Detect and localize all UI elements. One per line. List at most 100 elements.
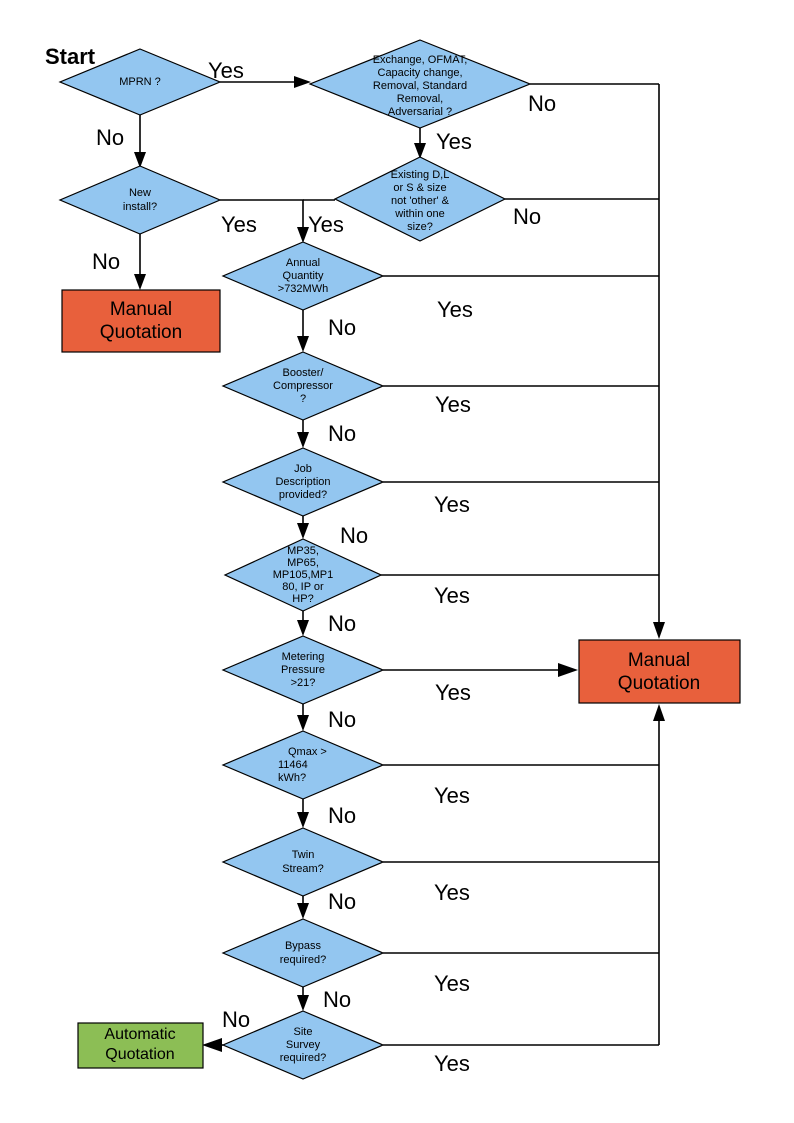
edge-label-mprn-no: No bbox=[96, 125, 124, 150]
decision-existing-line-2: or S & size bbox=[393, 182, 446, 194]
terminal-automatic-box[interactable] bbox=[77, 1022, 204, 1069]
edge-label-pressure-yes: Yes bbox=[435, 680, 471, 705]
decision-booster-line-2: Compressor bbox=[273, 380, 333, 392]
decision-pressure-line-1: Metering bbox=[282, 651, 325, 663]
decision-annual-line-1: Annual bbox=[286, 257, 320, 269]
edge-label-annual-no: No bbox=[328, 315, 356, 340]
decision-bypass[interactable]: Bypass required? bbox=[221, 918, 385, 988]
decision-existing-dls[interactable]: Existing D,L or S & size not 'other' & w… bbox=[333, 156, 507, 242]
edge-label-annual-yes: Yes bbox=[437, 297, 473, 322]
edge-label-tier-yes: Yes bbox=[434, 583, 470, 608]
decision-site-line-3: required? bbox=[280, 1052, 326, 1064]
decision-qmax-line-3: kWh? bbox=[278, 772, 306, 784]
decision-metering-pressure-diamond[interactable] bbox=[221, 635, 385, 705]
decision-bypass-line-1: Bypass bbox=[285, 940, 322, 952]
decision-existing-dls-diamond[interactable] bbox=[333, 156, 507, 242]
decision-twin-stream[interactable]: Twin Stream? bbox=[221, 827, 385, 897]
decision-exchange-diamond[interactable] bbox=[308, 39, 532, 129]
arrowhead-tier-no bbox=[297, 620, 309, 636]
decision-annual-line-3: >732MWh bbox=[278, 283, 328, 295]
arrowhead-job-no bbox=[297, 523, 309, 539]
terminal-manual-quotation-right[interactable]: Manual Quotation bbox=[578, 639, 741, 704]
decision-tier-line-1: MP35, bbox=[287, 545, 319, 557]
decision-bypass-line-2: required? bbox=[280, 954, 326, 966]
decision-annual-line-2: Quantity bbox=[283, 270, 324, 282]
shape-layer: MPRN ? Exchange, OFMAT, Capacity change,… bbox=[58, 39, 741, 1080]
decision-annual-quantity[interactable]: Annual Quantity >732MWh bbox=[221, 241, 385, 311]
edge-label-booster-no: No bbox=[328, 421, 356, 446]
decision-new-install-diamond[interactable] bbox=[58, 165, 222, 235]
decision-twin-line-1: Twin bbox=[292, 849, 315, 861]
arrowhead-pressure-no bbox=[297, 715, 309, 731]
edge-label-twin-yes: Yes bbox=[434, 880, 470, 905]
edge-label-twin-no: No bbox=[328, 889, 356, 914]
arrowhead-new-install-yes bbox=[297, 227, 309, 243]
decision-mprn-label: MPRN ? bbox=[119, 76, 161, 88]
terminal-automatic-quotation[interactable]: Automatic Quotation bbox=[77, 1022, 204, 1069]
edge-label-site-survey-yes: Yes bbox=[434, 1051, 470, 1076]
arrowhead-site-survey-no bbox=[202, 1038, 222, 1052]
arrowhead-qmax-no bbox=[297, 812, 309, 828]
decision-exchange-line-2: Capacity change, bbox=[378, 67, 463, 79]
decision-new-install-line-2: install? bbox=[123, 201, 157, 213]
terminal-manual-left-box[interactable] bbox=[61, 289, 221, 353]
terminal-manual-left-line-2: Quotation bbox=[100, 322, 182, 343]
edge-label-bypass-no: No bbox=[323, 987, 351, 1012]
arrowhead-bypass-no bbox=[297, 995, 309, 1011]
decision-job-description-diamond[interactable] bbox=[221, 447, 385, 517]
decision-mprn[interactable]: MPRN ? bbox=[58, 48, 222, 116]
terminal-manual-right-line-1: Manual bbox=[628, 650, 690, 671]
decision-exchange-line-5: Adversarial ? bbox=[388, 106, 452, 118]
decision-tier-line-2: MP65, bbox=[287, 557, 319, 569]
terminal-manual-right-box[interactable] bbox=[578, 639, 741, 704]
decision-job-line-2: Description bbox=[275, 476, 330, 488]
decision-twin-stream-diamond[interactable] bbox=[221, 827, 385, 897]
decision-site-survey[interactable]: Site Survey required? bbox=[221, 1010, 385, 1080]
edge-label-site-survey-no: No bbox=[222, 1007, 250, 1032]
decision-job-description[interactable]: Job Description provided? bbox=[221, 447, 385, 517]
edge-label-exchange-no: No bbox=[528, 91, 556, 116]
decision-meter-pressure-tier-diamond[interactable] bbox=[223, 538, 383, 612]
edge-label-existing-yes: Yes bbox=[308, 212, 344, 237]
connector-layer bbox=[134, 76, 665, 1052]
decision-job-line-1: Job bbox=[294, 463, 312, 475]
decision-new-install[interactable]: New install? bbox=[58, 165, 222, 235]
terminal-manual-left-line-1: Manual bbox=[110, 299, 172, 320]
arrowhead-pressure-yes bbox=[558, 663, 578, 677]
decision-metering-pressure[interactable]: Metering Pressure >21? bbox=[221, 635, 385, 705]
decision-mprn-diamond[interactable] bbox=[58, 48, 222, 116]
decision-pressure-line-3: >21? bbox=[291, 677, 316, 689]
decision-site-survey-diamond[interactable] bbox=[221, 1010, 385, 1080]
decision-existing-line-5: size? bbox=[407, 221, 433, 233]
decision-tier-line-5: HP? bbox=[292, 593, 313, 605]
decision-annual-quantity-diamond[interactable] bbox=[221, 241, 385, 311]
decision-booster-compressor-diamond[interactable] bbox=[221, 351, 385, 421]
decision-existing-line-1: Existing D,L bbox=[391, 169, 450, 181]
label-layer: Start Yes No No Yes Yes No Yes No Yes No… bbox=[45, 44, 556, 1076]
arrowhead-exchange-yes bbox=[414, 143, 426, 159]
edge-label-job-no: No bbox=[340, 523, 368, 548]
arrowhead-bus-upper bbox=[653, 622, 665, 639]
decision-tier-line-3: MP105,MP1 bbox=[273, 569, 334, 581]
decision-bypass-diamond[interactable] bbox=[221, 918, 385, 988]
decision-new-install-line-1: New bbox=[129, 187, 151, 199]
terminal-automatic-line-2: Quotation bbox=[105, 1046, 174, 1063]
arrowhead-annual-no bbox=[297, 336, 309, 352]
edge-label-bypass-yes: Yes bbox=[434, 971, 470, 996]
decision-qmax-diamond[interactable] bbox=[221, 730, 385, 800]
decision-meter-pressure-tier[interactable]: MP35, MP65, MP105,MP1 80, IP or HP? bbox=[223, 538, 383, 612]
arrowhead-booster-no bbox=[297, 432, 309, 448]
edge-label-qmax-yes: Yes bbox=[434, 783, 470, 808]
decision-job-line-3: provided? bbox=[279, 489, 327, 501]
decision-booster-line-1: Booster/ bbox=[283, 367, 325, 379]
terminal-automatic-line-1: Automatic bbox=[104, 1026, 175, 1043]
arrowhead-new-install-no bbox=[134, 274, 146, 290]
edge-label-tier-no: No bbox=[328, 611, 356, 636]
arrowhead-bus-lower bbox=[653, 704, 665, 721]
decision-site-line-1: Site bbox=[294, 1026, 313, 1038]
terminal-manual-quotation-left[interactable]: Manual Quotation bbox=[61, 289, 221, 353]
decision-qmax[interactable]: Qmax > 11464 kWh? bbox=[221, 730, 385, 800]
decision-exchange[interactable]: Exchange, OFMAT, Capacity change, Remova… bbox=[308, 39, 532, 129]
decision-booster-compressor[interactable]: Booster/ Compressor ? bbox=[221, 351, 385, 421]
